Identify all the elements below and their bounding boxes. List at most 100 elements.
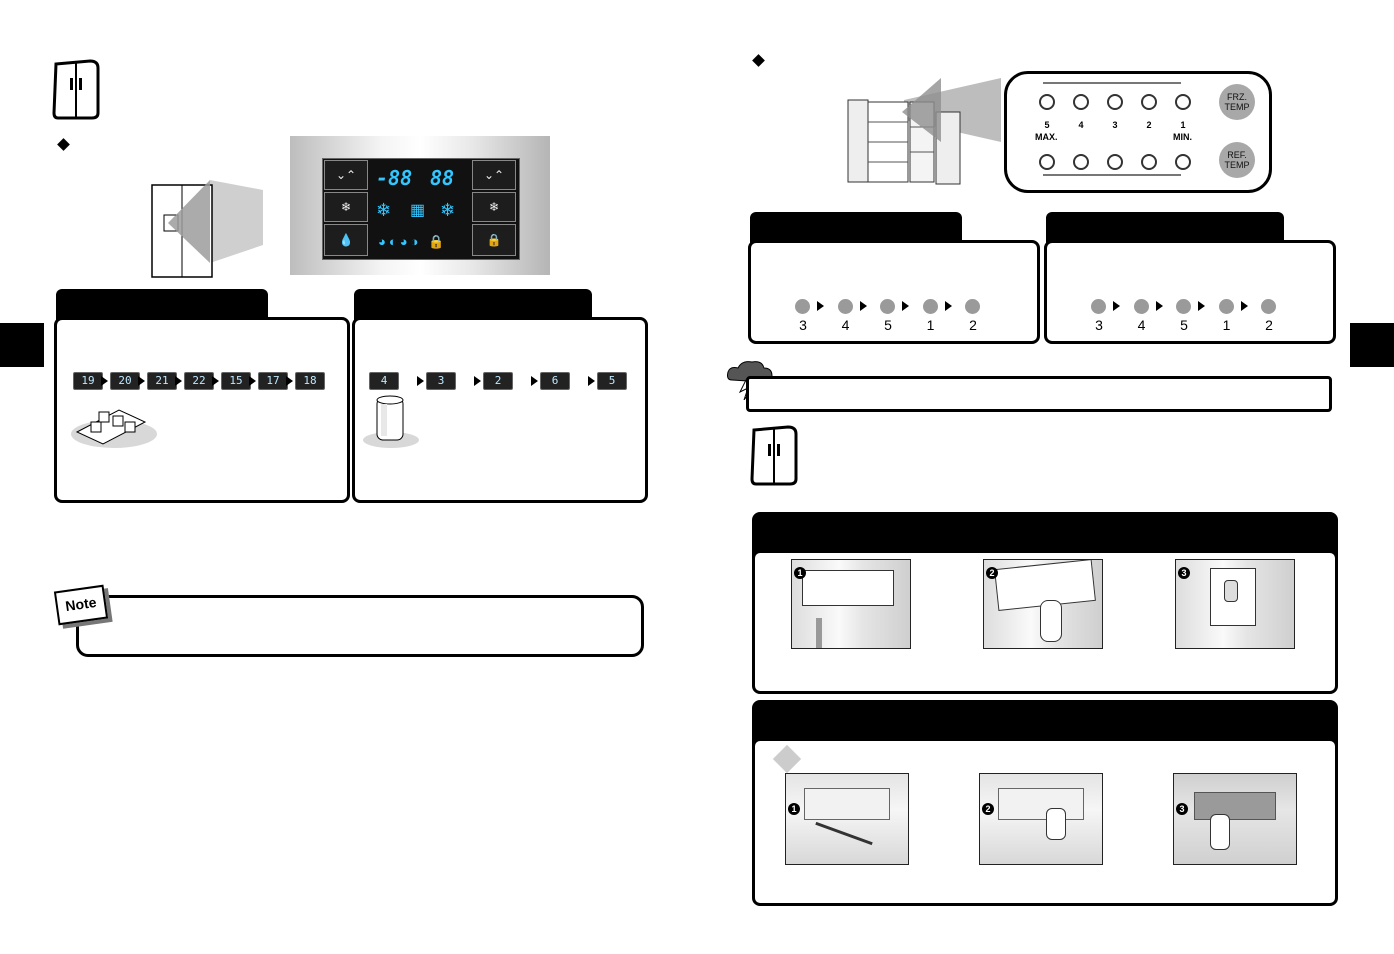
step-b2-badge: 2 <box>982 803 994 815</box>
max-label: MAX. <box>1035 132 1058 142</box>
note-label: Note <box>64 593 98 615</box>
level-number: 1 <box>1180 120 1186 130</box>
level-indicator-light <box>1107 154 1123 170</box>
note-box <box>76 595 644 657</box>
temp-display-chip: 19 <box>73 372 103 390</box>
step-a2-badge: 2 <box>986 567 998 579</box>
level-dot-number: 1 <box>1222 317 1231 333</box>
frz-temp-label: FRZ. TEMP <box>1224 92 1250 112</box>
level-dot <box>1176 299 1191 314</box>
sequence-arrow-icon <box>286 376 293 386</box>
level-dot-number: 3 <box>799 317 807 333</box>
temp-display-chip: 22 <box>184 372 214 390</box>
level-number: 3 <box>1112 120 1118 130</box>
sequence-arrow-icon <box>138 376 145 386</box>
sequence-arrow-icon <box>1113 301 1120 311</box>
sequence-arrow-icon <box>588 376 595 386</box>
freezer-level-indicators <box>1035 94 1205 114</box>
sequence-arrow-icon <box>944 301 952 311</box>
level-indicator-light <box>1073 154 1089 170</box>
level-dot-number: 1 <box>926 317 935 333</box>
freezer-dots-tab <box>750 212 962 244</box>
level-indicator-light <box>1175 94 1191 110</box>
level-dot <box>1218 299 1234 314</box>
sequence-arrow-icon <box>175 376 182 386</box>
level-number: 2 <box>1146 120 1152 130</box>
ref-temp-button[interactable]: REF. TEMP <box>1219 142 1255 178</box>
level-indicator-light <box>1175 154 1191 170</box>
temp-display-chip: 5 <box>597 372 627 390</box>
beverage-can-illustration <box>363 395 419 448</box>
sequence-arrow-icon <box>474 376 481 386</box>
level-dot <box>880 299 895 314</box>
level-dot-number: 3 <box>1095 317 1103 333</box>
fridge-level-indicators <box>1035 154 1205 174</box>
step-b3-badge: 3 <box>1176 803 1188 815</box>
freezer-temp-up-down-button[interactable]: ⌄⌃ <box>324 160 368 190</box>
step-a3-badge: 3 <box>1178 567 1190 579</box>
level-dot-number: 5 <box>1180 317 1188 333</box>
step-a3-illustration <box>1175 559 1295 649</box>
temp-display-chip: 21 <box>147 372 177 390</box>
level-indicator-light <box>1039 94 1055 110</box>
child-lock-button[interactable]: 🔒 <box>472 224 516 256</box>
level-indicator-light <box>1141 94 1157 110</box>
sequence-arrow-icon <box>1155 301 1163 311</box>
fridge-dots-tab <box>1046 212 1284 244</box>
step-a1-illustration <box>791 559 911 649</box>
level-indicator-light <box>1073 94 1089 110</box>
fridge-icon <box>52 59 100 120</box>
fridge-with-pointer-illustration <box>151 180 263 278</box>
step-b1-badge: 1 <box>788 803 800 815</box>
step-a2-illustration <box>983 559 1103 649</box>
min-label: MIN. <box>1173 132 1192 142</box>
temp-display-chip: 17 <box>258 372 288 390</box>
temp-display-chip: 20 <box>110 372 140 390</box>
filter-icon: ▦ <box>410 202 426 219</box>
fridge-power-cool-button[interactable]: ❄ <box>472 192 516 222</box>
level-dot-number: 2 <box>969 317 977 333</box>
step-b3-illustration <box>1173 773 1297 865</box>
fridge-section-tab <box>354 289 592 321</box>
sequence-arrow-icon <box>817 301 824 311</box>
freezer-section-tab <box>56 289 268 321</box>
level-dot <box>795 299 810 314</box>
sequence-arrow-icon <box>859 301 867 311</box>
sequence-arrow-icon <box>902 301 909 311</box>
caution-box <box>746 376 1332 412</box>
step-b1-illustration <box>785 773 909 865</box>
sequence-arrow-icon <box>531 376 538 386</box>
freezer-power-freeze-button[interactable]: ❄ <box>324 192 368 222</box>
sequence-arrow-icon <box>417 376 424 386</box>
level-indicator-light <box>1107 94 1123 110</box>
procedure-b-panel: 1 2 3 <box>752 738 1338 906</box>
frz-temp-button[interactable]: FRZ. TEMP <box>1219 84 1255 120</box>
fridge-interior-illustration <box>847 78 1001 185</box>
sequence-arrow-icon <box>1198 301 1205 311</box>
level-dot-number: 5 <box>884 317 892 333</box>
fridge-temp-up-down-button[interactable]: ⌄⌃ <box>472 160 516 190</box>
note-icon: Note <box>53 584 109 626</box>
dispenser-button[interactable]: 💧 <box>324 224 368 256</box>
lcd-freezer-temp: -88 <box>376 166 413 190</box>
temp-display-chip: 6 <box>540 372 570 390</box>
snowflake-icon: ❄ <box>440 200 456 220</box>
level-dot <box>965 299 980 314</box>
step-b2-illustration <box>979 773 1103 865</box>
sequence-arrow-icon <box>1240 301 1248 311</box>
tip-diamond-icon <box>772 744 802 774</box>
lcd-fridge-temp: 88 <box>430 166 455 190</box>
sequence-arrow-icon <box>212 376 219 386</box>
level-dot <box>837 299 853 314</box>
level-dot <box>1091 299 1106 314</box>
step-a1-badge: 1 <box>794 567 806 579</box>
level-number: 5 <box>1044 120 1050 130</box>
